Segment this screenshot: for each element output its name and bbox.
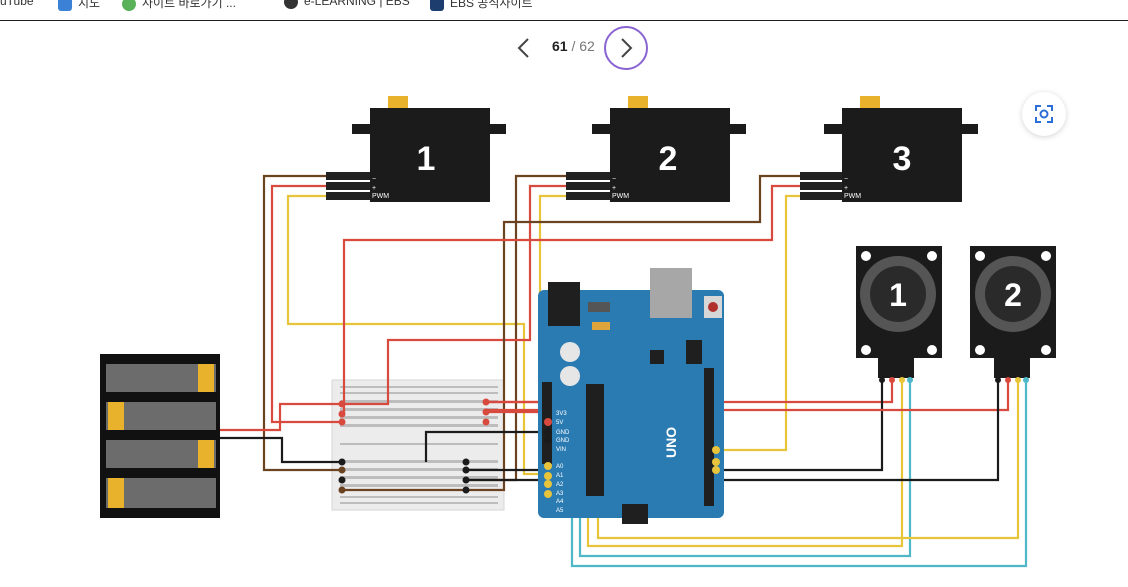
- chevron-right-icon: [621, 38, 633, 58]
- bookmark-item[interactable]: 사이트 바로가기 ...: [122, 0, 236, 11]
- wire-black: [424, 430, 548, 462]
- breadboard: [331, 379, 505, 511]
- pin-label: A2: [556, 482, 564, 488]
- wire-red: [342, 184, 800, 414]
- bookmark-item[interactable]: 지도: [58, 0, 100, 11]
- servo-label: 3: [893, 140, 912, 178]
- bookmark-label: 지도: [78, 0, 101, 10]
- pin-label: PWM: [844, 193, 861, 200]
- pin-label: +: [612, 185, 616, 192]
- bookmark-label: 사이트 바로가기 ...: [142, 0, 236, 10]
- joystick-2: 2: [970, 246, 1056, 383]
- wire-red: [270, 184, 342, 424]
- bookmark-item[interactable]: e-LEARNING | EBS: [284, 0, 410, 9]
- circuit-diagram: 3V3 5V GND GND VIN A0 A1 A2 A3 A4 A5 UNO…: [100, 96, 1056, 568]
- servo-label: 1: [417, 140, 436, 178]
- page-separator: /: [567, 38, 580, 54]
- prev-slide-button[interactable]: [502, 26, 546, 70]
- current-page: 61: [552, 38, 568, 54]
- wire-brown: [262, 174, 342, 472]
- battery-pack: [100, 354, 220, 518]
- pin-label: PWM: [372, 193, 389, 200]
- bookmark-item[interactable]: EBS 공식사이트: [430, 0, 533, 11]
- servo-label: 2: [659, 140, 678, 178]
- total-pages: 62: [579, 38, 595, 54]
- pin-label: GND: [556, 430, 570, 436]
- pin-label: −: [844, 176, 848, 183]
- site-icon: [122, 0, 136, 11]
- wire-yellow: [286, 194, 548, 476]
- pin-label: A4: [556, 499, 564, 505]
- maps-icon: [58, 0, 72, 11]
- slide-image: 3V3 5V GND GND VIN A0 A1 A2 A3 A4 A5 UNO…: [56, 74, 1096, 582]
- pin-label: 3V3: [556, 411, 567, 417]
- bookmark-label: e-LEARNING | EBS: [304, 0, 410, 8]
- slide-pager: 61 / 62: [0, 26, 1128, 70]
- board-brand: UNO: [663, 427, 679, 458]
- wire-black: [220, 436, 342, 464]
- ebs-site-icon: [430, 0, 444, 11]
- bookmark-item[interactable]: uTube: [0, 0, 34, 8]
- bookmarks-bar: uTube 지도 사이트 바로가기 ... e-LEARNING | EBS E…: [0, 0, 1128, 21]
- pin-label: −: [372, 176, 376, 183]
- pin-label: A0: [556, 464, 564, 470]
- arduino-uno-board: 3V3 5V GND GND VIN A0 A1 A2 A3 A4 A5 UNO: [538, 268, 724, 524]
- bookmark-label: EBS 공식사이트: [450, 0, 533, 10]
- page-counter: 61 / 62: [552, 38, 595, 54]
- pin-label: 5V: [556, 420, 563, 426]
- wire-brown: [344, 174, 800, 492]
- servo-1: 1 − + PWM: [326, 96, 506, 202]
- bookmark-label: uTube: [0, 0, 34, 8]
- next-slide-button[interactable]: [604, 26, 648, 70]
- wire-yellow: [716, 194, 800, 452]
- joystick-label: 1: [889, 277, 907, 313]
- focus-scan-icon: [1035, 105, 1053, 123]
- pin-label: PWM: [612, 193, 629, 200]
- servo-2: 2 − + PWM: [566, 96, 746, 202]
- pin-label: A3: [556, 491, 564, 497]
- wire-red: [344, 184, 566, 406]
- servo-3: 3 − + PWM: [800, 96, 978, 202]
- ebs-icon: [284, 0, 298, 9]
- joystick-1: 1: [856, 246, 942, 383]
- pin-label: GND: [556, 438, 570, 444]
- pin-label: VIN: [556, 447, 566, 453]
- pin-label: A5: [556, 508, 564, 514]
- pin-label: +: [372, 185, 376, 192]
- focus-zoom-button[interactable]: [1022, 92, 1066, 136]
- pin-label: −: [612, 176, 616, 183]
- joystick-label: 2: [1004, 277, 1022, 313]
- wire-red: [220, 402, 342, 432]
- pin-label: +: [844, 185, 848, 192]
- chevron-left-icon: [517, 38, 529, 58]
- connection-dots: [338, 398, 490, 494]
- pin-label: A1: [556, 473, 564, 479]
